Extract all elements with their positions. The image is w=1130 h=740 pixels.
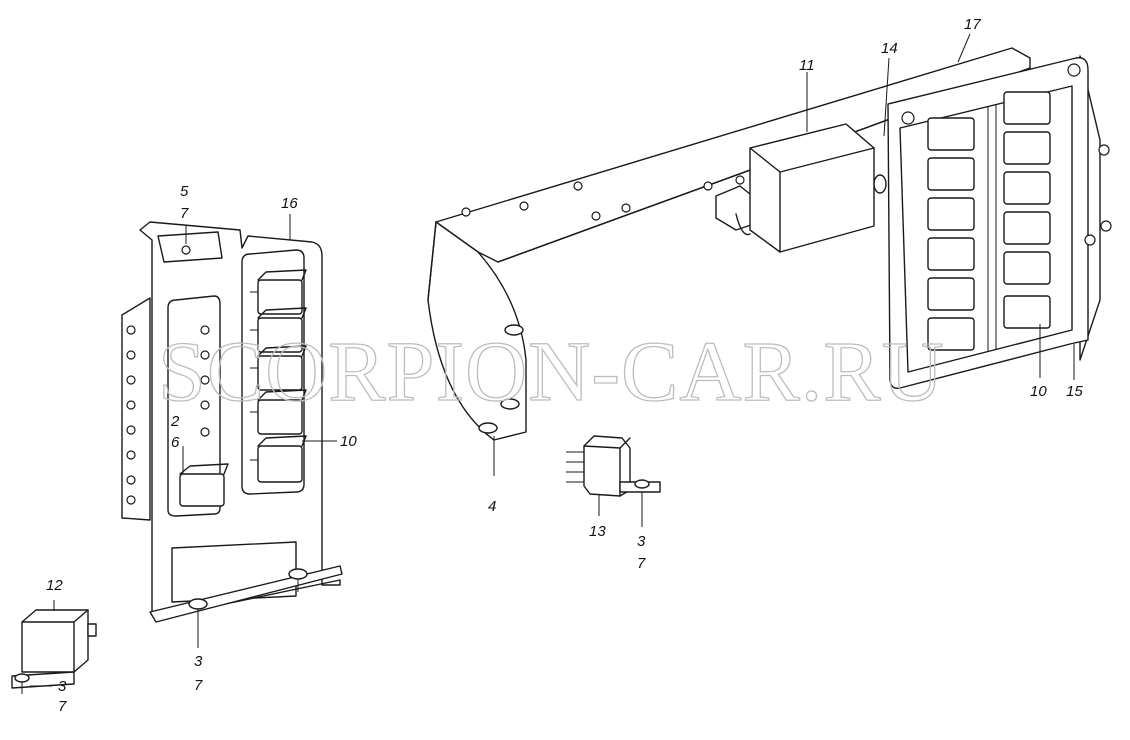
label-3-mid: 3 (637, 533, 646, 550)
label-3-left: 3 (194, 653, 203, 670)
leader-lines (30, 33, 1075, 687)
long-bracket (427, 47, 1031, 441)
label-17: 17 (964, 16, 981, 33)
label-10-right: 10 (1030, 383, 1047, 400)
relay-stack-right-b (1003, 91, 1051, 329)
label-11: 11 (799, 57, 815, 74)
label-2: 2 (170, 413, 180, 430)
watermark: SCORPION-CAR.RU (158, 323, 945, 419)
label-7-left: 7 (194, 677, 203, 694)
relay-left-column (179, 473, 225, 507)
label-5: 5 (180, 183, 189, 200)
label-6: 6 (171, 434, 180, 451)
label-12: 12 (46, 577, 63, 594)
box-unit-11 (715, 123, 875, 253)
label-13: 13 (589, 523, 606, 540)
label-15: 15 (1066, 383, 1083, 400)
relay-12 (11, 609, 97, 694)
right-relay-panel (873, 55, 1112, 389)
label-7-small: 7 (58, 698, 67, 715)
label-7-mid: 7 (637, 555, 646, 572)
label-4: 4 (488, 498, 496, 515)
relay-13 (566, 435, 661, 497)
left-relay-panel (121, 221, 343, 623)
label-16: 16 (281, 195, 298, 212)
label-14: 14 (881, 40, 898, 57)
label-10-left: 10 (340, 433, 357, 450)
label-3-small: 3 (58, 678, 67, 695)
relay-stack-left (250, 269, 307, 483)
label-7: 7 (180, 205, 189, 222)
relay-stack-right-a (927, 117, 975, 351)
part-labels: 5 7 16 2 6 10 3 7 12 3 7 4 13 3 7 11 14 … (46, 16, 1083, 715)
